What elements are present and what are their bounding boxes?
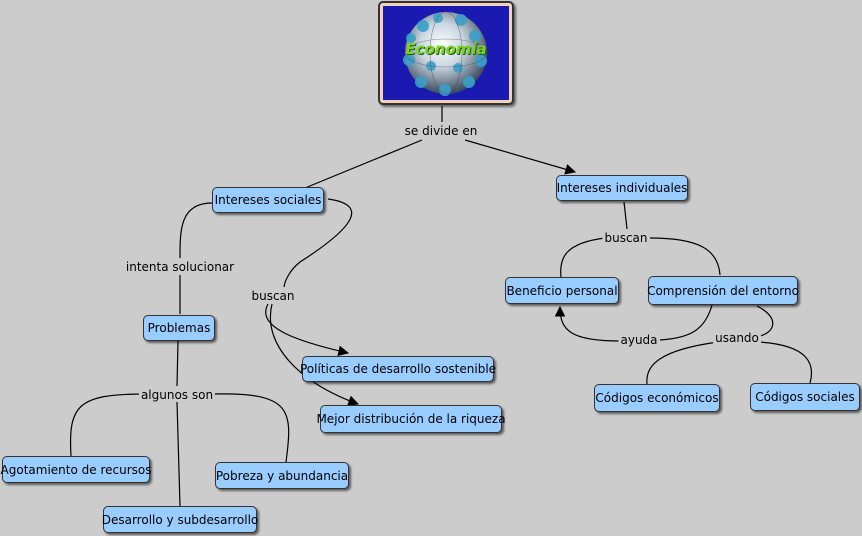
edge-intereses-sociales-to-buscan [283, 198, 353, 288]
edge-algunos-son-to-desarrollo [176, 401, 181, 507]
edge-buscan-to-comprension [649, 237, 721, 276]
edge-buscan-to-beneficio [560, 237, 606, 278]
economia-logo-image: Economía [378, 1, 514, 105]
edge-se-divide-en-to-intereses-sociales [304, 139, 423, 189]
logo-word: Economía [405, 40, 487, 58]
edge-ayuda-to-beneficio [554, 305, 621, 342]
edge-comprension-to-ayuda [659, 304, 713, 341]
edge-intereses-sociales-to-intenta-solucionar [179, 202, 213, 259]
node-desarrollo-subdesarrollo[interactable]: Desarrollo y subdesarrollo [102, 506, 258, 533]
link-ayuda: ayuda [618, 333, 660, 347]
node-politicas-desarrollo-sostenible[interactable]: Políticas de desarrollo sostenible [300, 356, 496, 382]
edge-intereses-individuales-to-buscan [623, 201, 628, 230]
link-algunos-son: algunos son [138, 388, 216, 402]
edge-se-divide-en-to-intereses-individuales [464, 139, 577, 175]
edge-algunos-son-to-agotamiento [69, 393, 146, 457]
node-agotamiento-recursos[interactable]: Agotamiento de recursos [1, 456, 151, 483]
edge-usando-to-codigos-economicos [646, 341, 719, 385]
link-usando: usando [713, 331, 761, 345]
node-problemas[interactable]: Problemas [143, 315, 215, 341]
link-intenta-solucionar: intenta solucionar [123, 260, 237, 274]
node-codigos-sociales[interactable]: Códigos sociales [750, 383, 860, 411]
edge-algunos-son-to-pobreza [211, 393, 290, 463]
edge-problemas-to-algunos-son [176, 340, 179, 387]
node-codigos-economicos[interactable]: Códigos económicos [594, 384, 720, 412]
node-comprension-entorno[interactable]: Comprensión del entorno [647, 276, 799, 305]
node-beneficio-personal[interactable]: Beneficio personal [505, 277, 619, 304]
edge-buscan-to-mejor-distribucion [269, 303, 360, 406]
link-se-divide-en: se divide en [402, 124, 480, 138]
globe-icon [403, 11, 488, 96]
edge-usando-to-codigos-sociales [757, 341, 813, 384]
link-buscan-individuales: buscan [602, 231, 650, 245]
edge-comprension-to-usando [756, 305, 774, 337]
node-pobreza-abundancia[interactable]: Pobreza y abundancia [215, 462, 349, 489]
edge-buscan-to-politicas [265, 303, 350, 357]
link-buscan-sociales: buscan [249, 289, 297, 303]
node-intereses-individuales[interactable]: Intereses individuales [556, 175, 688, 201]
node-intereses-sociales[interactable]: Intereses sociales [212, 187, 324, 213]
node-mejor-distribucion-riqueza[interactable]: Mejor distribución de la riqueza [316, 405, 506, 433]
